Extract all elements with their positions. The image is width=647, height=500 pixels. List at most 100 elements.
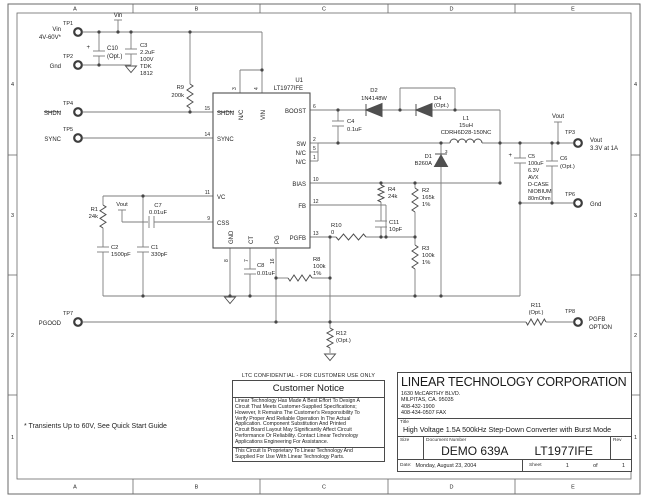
svg-text:6: 6 [313, 104, 316, 110]
svg-text:(Opt.): (Opt.) [336, 338, 351, 344]
svg-text:C1: C1 [151, 245, 158, 251]
svg-text:100k: 100k [313, 264, 326, 270]
svg-text:D2: D2 [370, 88, 377, 94]
svg-text:TP6: TP6 [565, 192, 575, 198]
svg-text:CT: CT [249, 236, 255, 244]
svg-text:1500pF: 1500pF [111, 252, 131, 258]
svg-text:1%: 1% [313, 271, 321, 277]
svg-text:C8: C8 [257, 263, 264, 269]
svg-text:PGFB: PGFB [589, 317, 605, 323]
junction-dots [97, 30, 560, 324]
svg-text:R11: R11 [531, 303, 541, 309]
svg-text:100V: 100V [140, 57, 154, 63]
svg-text:Gnd: Gnd [590, 202, 601, 208]
customer-notice-footer: This Circuit Is Proprietary To Linear Te… [235, 447, 353, 460]
svg-text:(Opt.): (Opt.) [529, 310, 544, 316]
svg-text:CSS: CSS [217, 221, 229, 227]
svg-text:9: 9 [207, 216, 210, 222]
svg-text:Vin: Vin [114, 13, 123, 19]
sheet-total: 1 [621, 462, 625, 469]
svg-text:11: 11 [205, 190, 210, 196]
size-cell: Size [398, 437, 424, 460]
svg-text:(Opt.): (Opt.) [107, 54, 122, 60]
svg-text:24k: 24k [89, 214, 98, 220]
svg-text:E: E [571, 485, 575, 491]
svg-text:U1: U1 [295, 78, 303, 84]
confidential-banner: LTC CONFIDENTIAL - FOR CUSTOMER USE ONLY [241, 373, 376, 379]
testpoint-TP1 [73, 27, 83, 37]
svg-text:E: E [571, 7, 575, 13]
svg-text:A: A [73, 485, 77, 491]
testpoint-TP4 [73, 107, 83, 117]
svg-text:FB: FB [298, 204, 306, 210]
schematic-title: High Voltage 1.5A 500kHz Step-Down Conve… [403, 425, 612, 435]
testpoint-TP5 [73, 133, 83, 143]
testpoint-TP6 [573, 198, 583, 208]
svg-text:+: + [86, 45, 90, 51]
svg-text:10: 10 [313, 177, 319, 183]
svg-text:1N4148W: 1N4148W [361, 96, 387, 102]
svg-text:12: 12 [313, 199, 319, 205]
svg-text:4: 4 [254, 87, 260, 90]
svg-text:3: 3 [634, 213, 637, 219]
svg-text:Vin: Vin [52, 27, 61, 33]
svg-text:R8: R8 [313, 257, 320, 263]
svg-text:* Transients Up to 60V, See Qu: * Transients Up to 60V, See Quick Start … [24, 423, 167, 430]
title-block-company-cell: LINEAR TECHNOLOGY CORPORATION 1630 McCAR… [398, 373, 631, 420]
svg-text:C10: C10 [107, 46, 119, 52]
svg-text:14: 14 [204, 132, 210, 138]
svg-text:165k: 165k [422, 195, 435, 201]
sheet-label: Sheet [529, 463, 542, 469]
svg-text:100uF: 100uF [528, 161, 544, 167]
svg-text:D1: D1 [425, 154, 432, 160]
svg-text:C5: C5 [528, 154, 535, 160]
ic-body [212, 92, 311, 249]
svg-text:C4: C4 [347, 119, 355, 125]
svg-text:R12: R12 [336, 331, 347, 337]
svg-text:1: 1 [634, 435, 637, 441]
part-number: LT1977IFE [534, 444, 593, 459]
svg-text:OPTION: OPTION [589, 325, 612, 331]
svg-text:6.3V: 6.3V [528, 168, 540, 174]
svg-text:+: + [508, 153, 512, 159]
svg-text:R3: R3 [422, 246, 429, 252]
svg-text:2: 2 [313, 137, 316, 143]
document-number-label: Document Number [426, 438, 467, 444]
svg-text:SYNC: SYNC [217, 137, 234, 143]
svg-text:AVX: AVX [528, 175, 539, 181]
svg-text:B: B [195, 485, 199, 491]
svg-text:R1: R1 [91, 207, 98, 213]
svg-text:BOOST: BOOST [285, 109, 306, 115]
svg-text:TP4: TP4 [63, 101, 73, 107]
svg-text:D: D [450, 485, 454, 491]
sheet-number: 1 [565, 462, 569, 469]
svg-text:CDRH6D28-150NC: CDRH6D28-150NC [441, 130, 492, 136]
company-name: LINEAR TECHNOLOGY CORPORATION [401, 375, 627, 389]
svg-text:Gnd: Gnd [50, 64, 61, 70]
svg-text:4: 4 [11, 82, 14, 88]
svg-text:LT1977IFE: LT1977IFE [274, 86, 303, 92]
sheet-of-label: of [593, 462, 598, 469]
svg-text:1: 1 [11, 435, 14, 441]
svg-text:GND: GND [229, 230, 235, 244]
component-layer [99, 65, 547, 362]
svg-text:N/C: N/C [239, 109, 245, 120]
customer-notice-box: Customer Notice Linear Technology Has Ma… [232, 380, 385, 463]
svg-text:TP3: TP3 [565, 130, 575, 136]
svg-text:3: 3 [11, 213, 14, 219]
svg-text:PGOOD: PGOOD [39, 321, 62, 327]
svg-text:3.3V at 1A: 3.3V at 1A [590, 146, 618, 152]
svg-text:R10: R10 [331, 223, 342, 229]
testpoint-TP8 [573, 317, 583, 327]
svg-text:1%: 1% [422, 202, 430, 208]
svg-text:B260A: B260A [415, 161, 433, 167]
company-address: 1630 McCARTHY BLVD. MILPITAS, CA. 95035 … [401, 391, 461, 416]
svg-text:80mOhm: 80mOhm [528, 196, 551, 202]
svg-text:4: 4 [634, 82, 637, 88]
label-layer: VinTP1Vin4V-60V*TP2Gnd+C10(Opt.)C32.2uF1… [24, 13, 618, 430]
svg-text:TP7: TP7 [63, 311, 73, 317]
svg-text:C6: C6 [560, 156, 567, 162]
svg-text:D: D [450, 7, 454, 13]
